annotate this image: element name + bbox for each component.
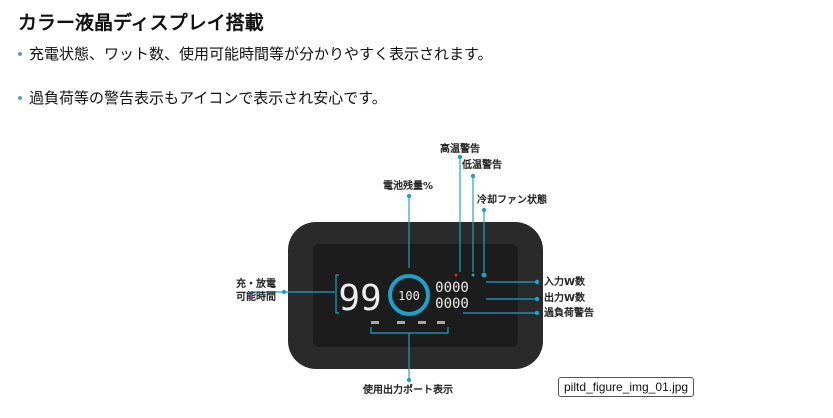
label-charge-time: 充・放電	[236, 279, 276, 290]
input-readout: 0000	[435, 280, 469, 296]
label-fan: 冷却ファン状態	[477, 195, 547, 206]
fan-icon	[481, 272, 487, 278]
bullet-text: 充電状態、ワット数、使用可能時間等が分かりやすく表示されます。	[29, 45, 493, 63]
label-output-w: 出力W数	[544, 293, 586, 304]
device-screen	[313, 244, 518, 347]
percent-readout: 100	[398, 289, 420, 303]
bullet-text: 過負荷等の警告表示もアイコンで表示され安心です。	[29, 89, 387, 107]
label-charge-time-2: 可能時間	[236, 292, 276, 303]
time-readout: 99	[338, 278, 381, 319]
bullet-item: 充電状態、ワット数、使用可能時間等が分かりやすく表示されます。	[18, 43, 493, 64]
label-input-w: 入力W数	[544, 277, 586, 288]
label-low-temp: 低温警告	[462, 160, 502, 171]
image-tooltip: piltd_figure_img_01.jpg	[558, 377, 695, 397]
battery-ring	[388, 274, 430, 316]
page-title: カラー液晶ディスプレイ搭載	[18, 12, 264, 34]
label-battery: 電池残量%	[383, 181, 434, 192]
high-temp-icon	[454, 273, 458, 277]
low-temp-icon	[471, 273, 475, 277]
bullet-icon	[18, 51, 22, 56]
label-ports: 使用出力ポート表示	[363, 385, 453, 396]
bullet-item: 過負荷等の警告表示もアイコンで表示され安心です。	[18, 87, 387, 108]
bullet-icon	[18, 95, 22, 100]
label-overload: 過負荷警告	[544, 308, 594, 319]
label-high-temp: 高温警告	[440, 144, 480, 155]
output-readout: 0000	[435, 296, 469, 312]
